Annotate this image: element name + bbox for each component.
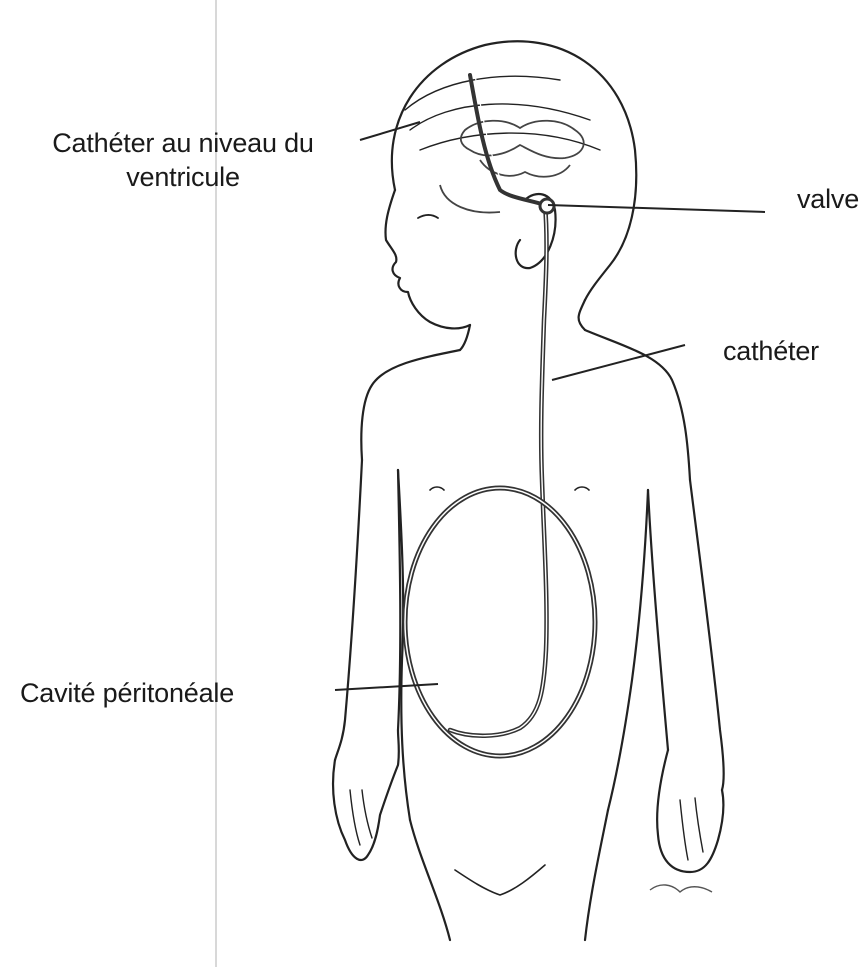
left-fingers [350, 790, 372, 845]
label-catheter-ventricle: Cathéter au niveau du ventricule [8, 126, 358, 194]
label-catheter-ventricle-line1: Cathéter au niveau du [8, 126, 358, 160]
head-outline [392, 41, 636, 300]
right-hand [657, 750, 723, 872]
catheter-tube-inner [450, 205, 547, 736]
torso-right [608, 490, 648, 810]
label-valve: valve [797, 182, 859, 216]
label-peritoneal-cavity: Cavité péritonéale [20, 676, 234, 710]
right-shoulder [585, 330, 690, 480]
leader-catheter [552, 345, 685, 380]
nipple-right [575, 487, 589, 490]
nipple-left [430, 487, 444, 490]
right-fingers [680, 798, 703, 860]
leader-valve [548, 205, 765, 212]
catheter-tube [450, 205, 547, 736]
left-shoulder [361, 350, 460, 460]
peritoneal-cavity-outline [405, 488, 595, 756]
label-catheter-ventricle-line2: ventricule [8, 160, 358, 194]
artist-signature [650, 885, 712, 892]
left-hand [333, 730, 399, 860]
label-catheter: cathéter [723, 334, 819, 368]
eye [418, 215, 438, 218]
right-arm-outer [690, 480, 724, 790]
groin [455, 865, 545, 895]
hair-strands [405, 76, 600, 150]
left-arm-outer [335, 460, 362, 760]
right-arm-inner [648, 490, 668, 750]
hip-right [585, 810, 608, 940]
neck-right [579, 300, 585, 330]
leader-peritoneal-cavity [335, 684, 438, 690]
face-profile [385, 190, 470, 328]
ventricular-catheter [470, 75, 545, 205]
leader-catheter-ventricle [360, 122, 420, 140]
hip-left [410, 820, 450, 940]
brain-ventricle [440, 121, 584, 213]
